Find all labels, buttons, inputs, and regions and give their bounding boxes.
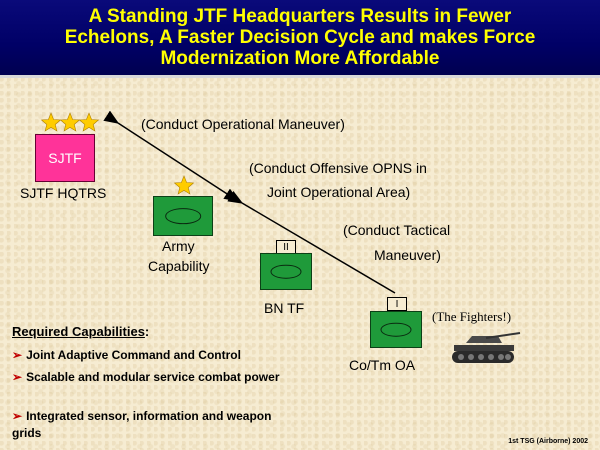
annotation-tactical-1: (Conduct Tactical — [343, 222, 451, 238]
sjtf-box: SJTF — [35, 134, 95, 182]
tank-icon — [452, 332, 521, 363]
header-line-2: Echelons, A Faster Decision Cycle and ma… — [64, 27, 536, 48]
sjtf-box-label: SJTF — [48, 150, 82, 166]
star-icon — [173, 175, 195, 195]
annotation-offensive-1: (Conduct Offensive OPNS in — [249, 160, 427, 176]
co-echelon-marker: I — [387, 297, 407, 311]
star-icon — [40, 112, 100, 132]
sjtf-hqtrs-label: SJTF HQTRS — [20, 185, 107, 201]
capability-item: ➢Integrated sensor, information and weap… — [12, 409, 272, 440]
slide-header: A Standing JTF Headquarters Results in F… — [0, 0, 600, 78]
annotation-operational: (Conduct Operational Maneuver) — [141, 116, 345, 132]
header-line-3: Modernization More Affordable — [160, 48, 440, 69]
bn-tf-unit-symbol — [260, 253, 312, 290]
capability-item: ➢Joint Adaptive Command and Control — [12, 348, 241, 362]
annotation-tactical-2: Maneuver) — [374, 247, 441, 263]
fighters-annotation: (The Fighters!) — [432, 309, 512, 324]
footer-credit: 1st TSG (Airborne) 2002 — [508, 438, 588, 445]
bullet-arrow-icon: ➢ — [12, 348, 23, 362]
bullet-arrow-icon: ➢ — [12, 409, 23, 423]
army-unit-symbol — [153, 196, 213, 236]
bullet-arrow-icon: ➢ — [12, 370, 23, 384]
co-tm-label: Co/Tm OA — [349, 357, 416, 373]
army-label-1: Army — [162, 238, 195, 254]
arrow-offensive-tactical — [227, 190, 396, 294]
annotation-offensive-2: Joint Operational Area) — [267, 184, 411, 200]
required-capabilities-title: Required Capabilities: — [12, 324, 150, 339]
co-tm-unit-symbol — [370, 311, 422, 348]
army-label-2: Capability — [148, 258, 210, 274]
bn-tf-label: BN TF — [264, 300, 305, 316]
bn-echelon-marker: II — [276, 240, 296, 254]
arrow-operational — [103, 110, 240, 202]
header-line-1: A Standing JTF Headquarters Results in F… — [88, 6, 512, 27]
capability-item: ➢Scalable and modular service combat pow… — [12, 370, 280, 384]
